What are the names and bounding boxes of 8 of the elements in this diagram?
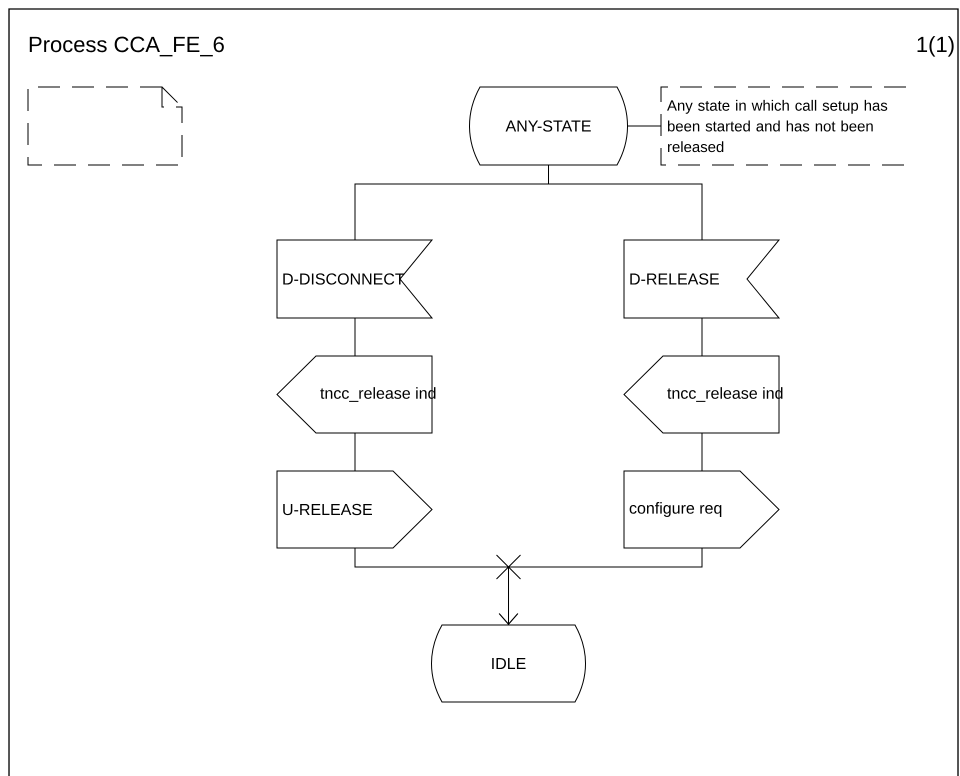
flow-line [354, 318, 356, 356]
comment-note: Any state in which call setup has been started and has not been released [660, 86, 906, 166]
text-symbol [28, 86, 182, 166]
flow-line-arrow [498, 548, 702, 625]
flow-line [354, 432, 356, 472]
title: Process CCA_FE_6 [30, 36, 224, 56]
page-number: 1(1) [918, 36, 954, 57]
flow-line [548, 164, 702, 240]
